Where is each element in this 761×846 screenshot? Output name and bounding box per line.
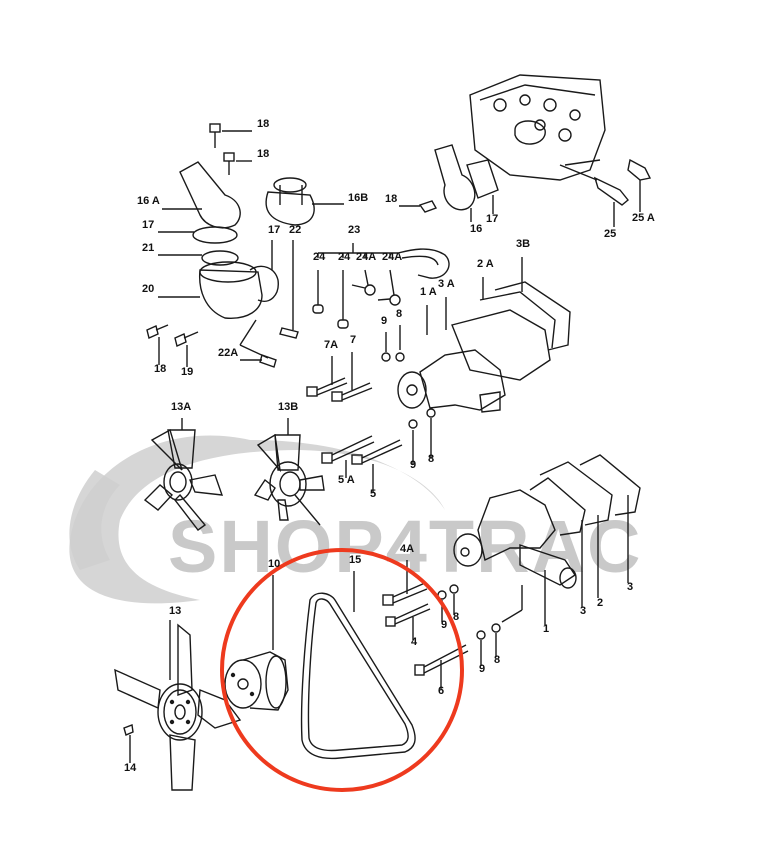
part-label-6: 6 <box>438 685 445 697</box>
part-label-8: 8 <box>396 308 403 320</box>
water-pump-lower-icon <box>453 454 641 589</box>
part-label-25a: 25 A <box>632 212 655 224</box>
part-label-9: 9 <box>381 315 388 327</box>
fan-13a-icon <box>143 428 224 531</box>
part-label-23: 23 <box>348 224 361 236</box>
sensor-switch-icon <box>627 158 652 212</box>
part-label-24a: 24A <box>356 251 377 263</box>
part-label-13b: 13B <box>278 401 299 413</box>
fan-13-icon <box>114 623 242 791</box>
engine-block-icon <box>469 74 606 181</box>
part-label-19: 19 <box>181 366 194 378</box>
part-label-15: 15 <box>349 554 362 566</box>
part-label-22a: 22A <box>218 347 239 359</box>
part-label-16b: 16B <box>348 192 369 204</box>
part-label-3b: 3B <box>516 238 531 250</box>
part-label-22: 22 <box>289 224 302 236</box>
part-label-17: 17 <box>486 213 499 225</box>
part-label-16: 16 <box>470 223 483 235</box>
v-belt-icon <box>300 592 416 760</box>
part-label-2: 2 <box>597 597 604 609</box>
water-pump-upper-icon <box>397 281 571 413</box>
part-label-24: 24 <box>313 251 326 263</box>
part-label-8: 8 <box>428 453 435 465</box>
part-label-21: 21 <box>142 242 155 254</box>
part-label-17: 17 <box>142 219 155 231</box>
part-label-24a: 24A <box>382 251 403 263</box>
part-label-24: 24 <box>338 251 351 263</box>
part-label-9: 9 <box>410 459 417 471</box>
part-label-20: 20 <box>142 283 155 295</box>
temperature-sensor-icon <box>559 164 629 227</box>
part-label-7a: 7A <box>324 339 339 351</box>
part-label-14: 14 <box>124 762 137 774</box>
part-label-8: 8 <box>453 611 460 623</box>
part-label-10: 10 <box>268 558 281 570</box>
part-label-1a: 1 A <box>420 286 437 298</box>
part-label-3: 3 <box>580 605 587 617</box>
part-label-18: 18 <box>257 118 270 130</box>
highlight-circle <box>220 548 464 792</box>
part-label-13a: 13A <box>171 401 192 413</box>
part-label-4: 4 <box>411 636 418 648</box>
part-label-2a: 2 A <box>477 258 494 270</box>
part-label-9: 9 <box>441 619 448 631</box>
part-label-5: 5 <box>370 488 377 500</box>
part-label-17: 17 <box>268 224 281 236</box>
part-label-3a: 3 A <box>438 278 455 290</box>
part-label-3: 3 <box>627 581 634 593</box>
part-label-7: 7 <box>350 334 357 346</box>
part-label-16a: 16 A <box>137 195 160 207</box>
part-label-8: 8 <box>494 654 501 666</box>
part-label-13: 13 <box>169 605 182 617</box>
part-label-25: 25 <box>604 228 617 240</box>
part-label-9: 9 <box>479 663 486 675</box>
part-label-18: 18 <box>154 363 167 375</box>
watermark-text: SHOP4TRAC <box>168 505 642 588</box>
pulley-icon <box>224 651 289 711</box>
part-label-5a: 5 A <box>338 474 355 486</box>
part-label-4a: 4A <box>400 543 415 555</box>
part-label-18: 18 <box>385 193 398 205</box>
part-label-1: 1 <box>543 623 550 635</box>
fan-13b-icon <box>253 433 325 526</box>
part-label-18: 18 <box>257 148 270 160</box>
